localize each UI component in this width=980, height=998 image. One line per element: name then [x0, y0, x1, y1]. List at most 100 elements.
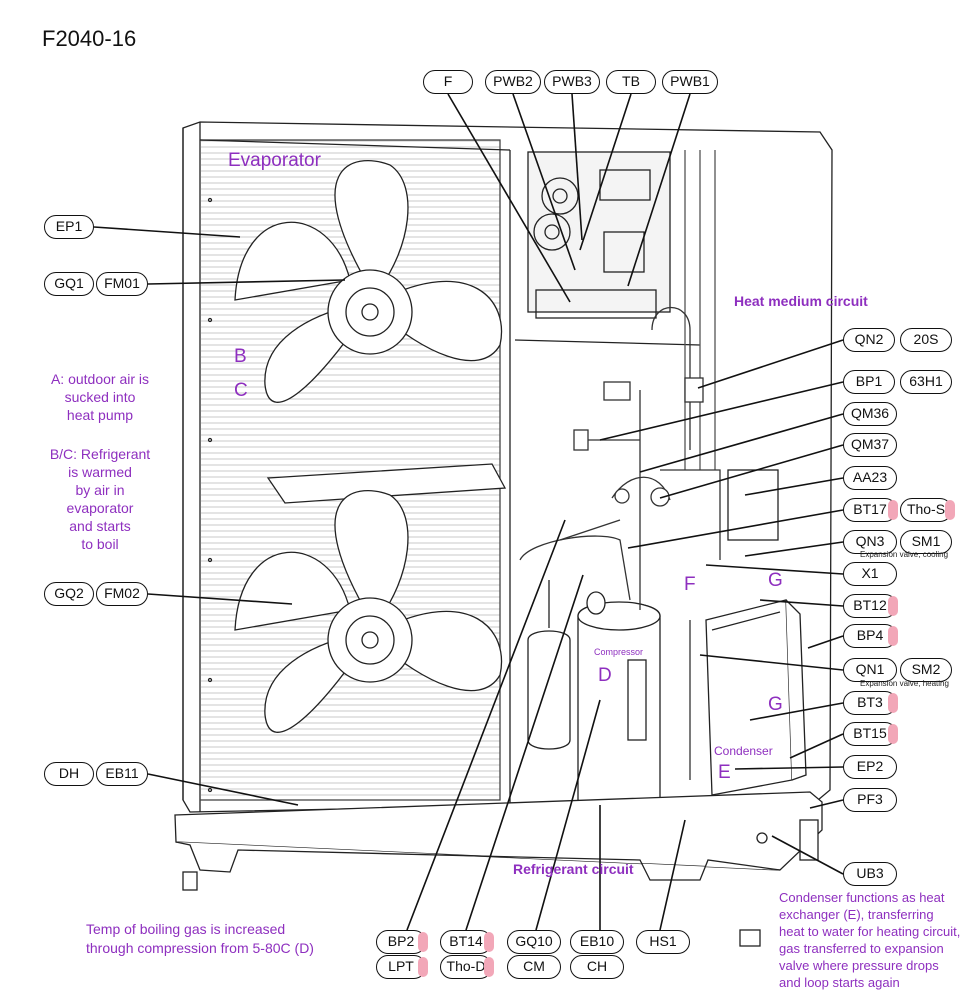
fan-bracket: [266, 463, 507, 504]
compressor-body: [577, 591, 661, 815]
highlight-mark: [888, 500, 898, 520]
leader-line: [809, 799, 844, 809]
label-bp1: BP1: [843, 370, 895, 394]
label-qn1: QN1: [843, 658, 897, 682]
leader-line: [512, 93, 576, 271]
leader-line: [697, 339, 844, 389]
note-compression: Temp of boiling gas is increased through…: [86, 921, 314, 956]
leader-line: [599, 381, 844, 441]
label-qm36: QM36: [843, 402, 897, 426]
piping: [519, 306, 721, 780]
label-cm: CM: [507, 955, 561, 979]
leader-line: [734, 766, 844, 770]
highlight-mark: [888, 596, 898, 616]
highlight-mark: [484, 957, 494, 977]
leader-line: [744, 541, 844, 557]
leader-line: [705, 564, 844, 575]
note-outdoor-air: A: outdoor air is sucked into heat pump: [50, 371, 150, 423]
label-x1: X1: [843, 562, 897, 586]
letter-g-upper: G: [768, 570, 783, 591]
leader-line: [659, 444, 844, 499]
label-pf3: PF3: [843, 788, 897, 812]
leader-line: [465, 574, 584, 931]
highlight-mark: [484, 932, 494, 952]
leader-line: [639, 413, 844, 473]
leader-line: [759, 599, 844, 607]
leader-line: [535, 699, 601, 931]
leader-line: [744, 477, 844, 496]
leader-line: [789, 733, 844, 759]
compressor-label: Compressor: [594, 647, 644, 657]
highlight-mark: [418, 932, 428, 952]
label-tho-d: Tho-D: [440, 955, 492, 979]
letter-f: F: [684, 574, 696, 595]
label-tb: TB: [606, 70, 656, 94]
condenser-heat-exchanger: [705, 469, 807, 796]
label-hs1: HS1: [636, 930, 690, 954]
leader-line: [807, 635, 844, 649]
leader-line: [147, 279, 346, 285]
label-gq1: GQ1: [44, 272, 94, 296]
heat-medium-label: Heat medium circuit: [734, 293, 868, 309]
label-pwb1: PWB1: [662, 70, 718, 94]
label-lpt: LPT: [376, 955, 426, 979]
label-63h1: 63H1: [900, 370, 952, 394]
leader-line: [147, 593, 293, 605]
leader-line: [579, 93, 632, 251]
leader-line: [147, 773, 299, 806]
label-pwb2: PWB2: [485, 70, 541, 94]
label-dh: DH: [44, 762, 94, 786]
highlight-mark: [888, 626, 898, 646]
letter-c: C: [234, 380, 248, 401]
label-ch: CH: [570, 955, 624, 979]
leader-line: [627, 509, 844, 549]
leader-line: [406, 519, 566, 931]
letter-d: D: [598, 665, 612, 686]
accumulator: [527, 580, 571, 750]
letter-b: B: [234, 346, 247, 367]
leader-line: [93, 226, 241, 238]
label-sm1: SM1: [900, 530, 952, 554]
label-bt14: BT14: [440, 930, 492, 954]
leader-line: [571, 93, 583, 241]
qn1-note: Expansion valve, heating: [860, 679, 949, 688]
refrigerant-label: Refrigerant circuit: [513, 861, 634, 877]
label-f: F: [423, 70, 473, 94]
label-fm02: FM02: [96, 582, 148, 606]
label-eb10: EB10: [570, 930, 624, 954]
lower-fan: [234, 490, 502, 733]
document-id: F2040-16: [42, 26, 137, 51]
label-tho-s: Tho-S: [900, 498, 952, 522]
label-ub3: UB3: [843, 862, 897, 886]
highlight-mark: [945, 500, 955, 520]
note-condenser: Condenser functions as heat exchanger (E…: [779, 890, 961, 990]
label-gq2: GQ2: [44, 582, 94, 606]
leader-line: [627, 93, 691, 287]
highlight-mark: [888, 724, 898, 744]
label-ep2: EP2: [843, 755, 897, 779]
label-qn2: QN2: [843, 328, 895, 352]
letter-e: E: [718, 762, 731, 783]
highlight-mark: [888, 693, 898, 713]
highlight-mark: [418, 957, 428, 977]
label-fm01: FM01: [96, 272, 148, 296]
label-pwb3: PWB3: [544, 70, 600, 94]
label-20s: 20S: [900, 328, 952, 352]
letter-g-lower: G: [768, 694, 783, 715]
leader-line: [749, 702, 844, 721]
control-board: [514, 151, 701, 346]
evaporator-label: Evaporator: [228, 150, 321, 171]
label-eb11: EB11: [96, 762, 148, 786]
condenser-label: Condenser: [714, 744, 773, 758]
leader-line: [699, 654, 844, 671]
label-qn3: QN3: [843, 530, 897, 554]
label-ep1: EP1: [44, 215, 94, 239]
note-refrigerant-boil: B/C: Refrigerant is warmed by air in eva…: [49, 446, 151, 552]
leader-line: [447, 93, 571, 303]
leader-line: [659, 819, 686, 931]
label-sm2: SM2: [900, 658, 952, 682]
qn3-note: Expansion valve, cooling: [860, 550, 949, 559]
